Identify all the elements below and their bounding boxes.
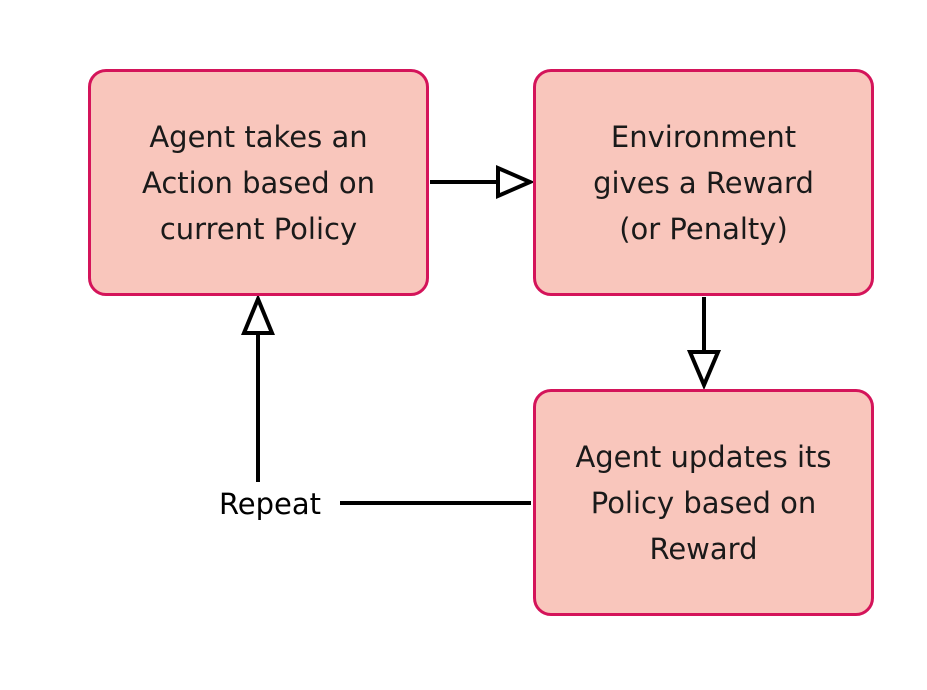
arrowhead-up-icon (241, 293, 275, 335)
edge-update-to-action (241, 293, 531, 505)
arrowhead-right-icon (496, 164, 535, 200)
node-agent-action-label: Agent takes an Action based on current P… (142, 119, 375, 246)
node-agent-update: Agent updates its Policy based on Reward (533, 389, 874, 616)
edge-label-repeat: Repeat (200, 482, 340, 526)
node-agent-action: Agent takes an Action based on current P… (88, 69, 429, 296)
edge-action-to-reward (430, 164, 535, 200)
node-environment-reward: Environment gives a Reward (or Penalty) (533, 69, 874, 296)
edge-reward-to-update (686, 297, 722, 391)
node-agent-update-label: Agent updates its Policy based on Reward (575, 439, 832, 566)
arrowhead-down-icon (686, 350, 722, 391)
node-environment-reward-label: Environment gives a Reward (or Penalty) (593, 119, 814, 246)
